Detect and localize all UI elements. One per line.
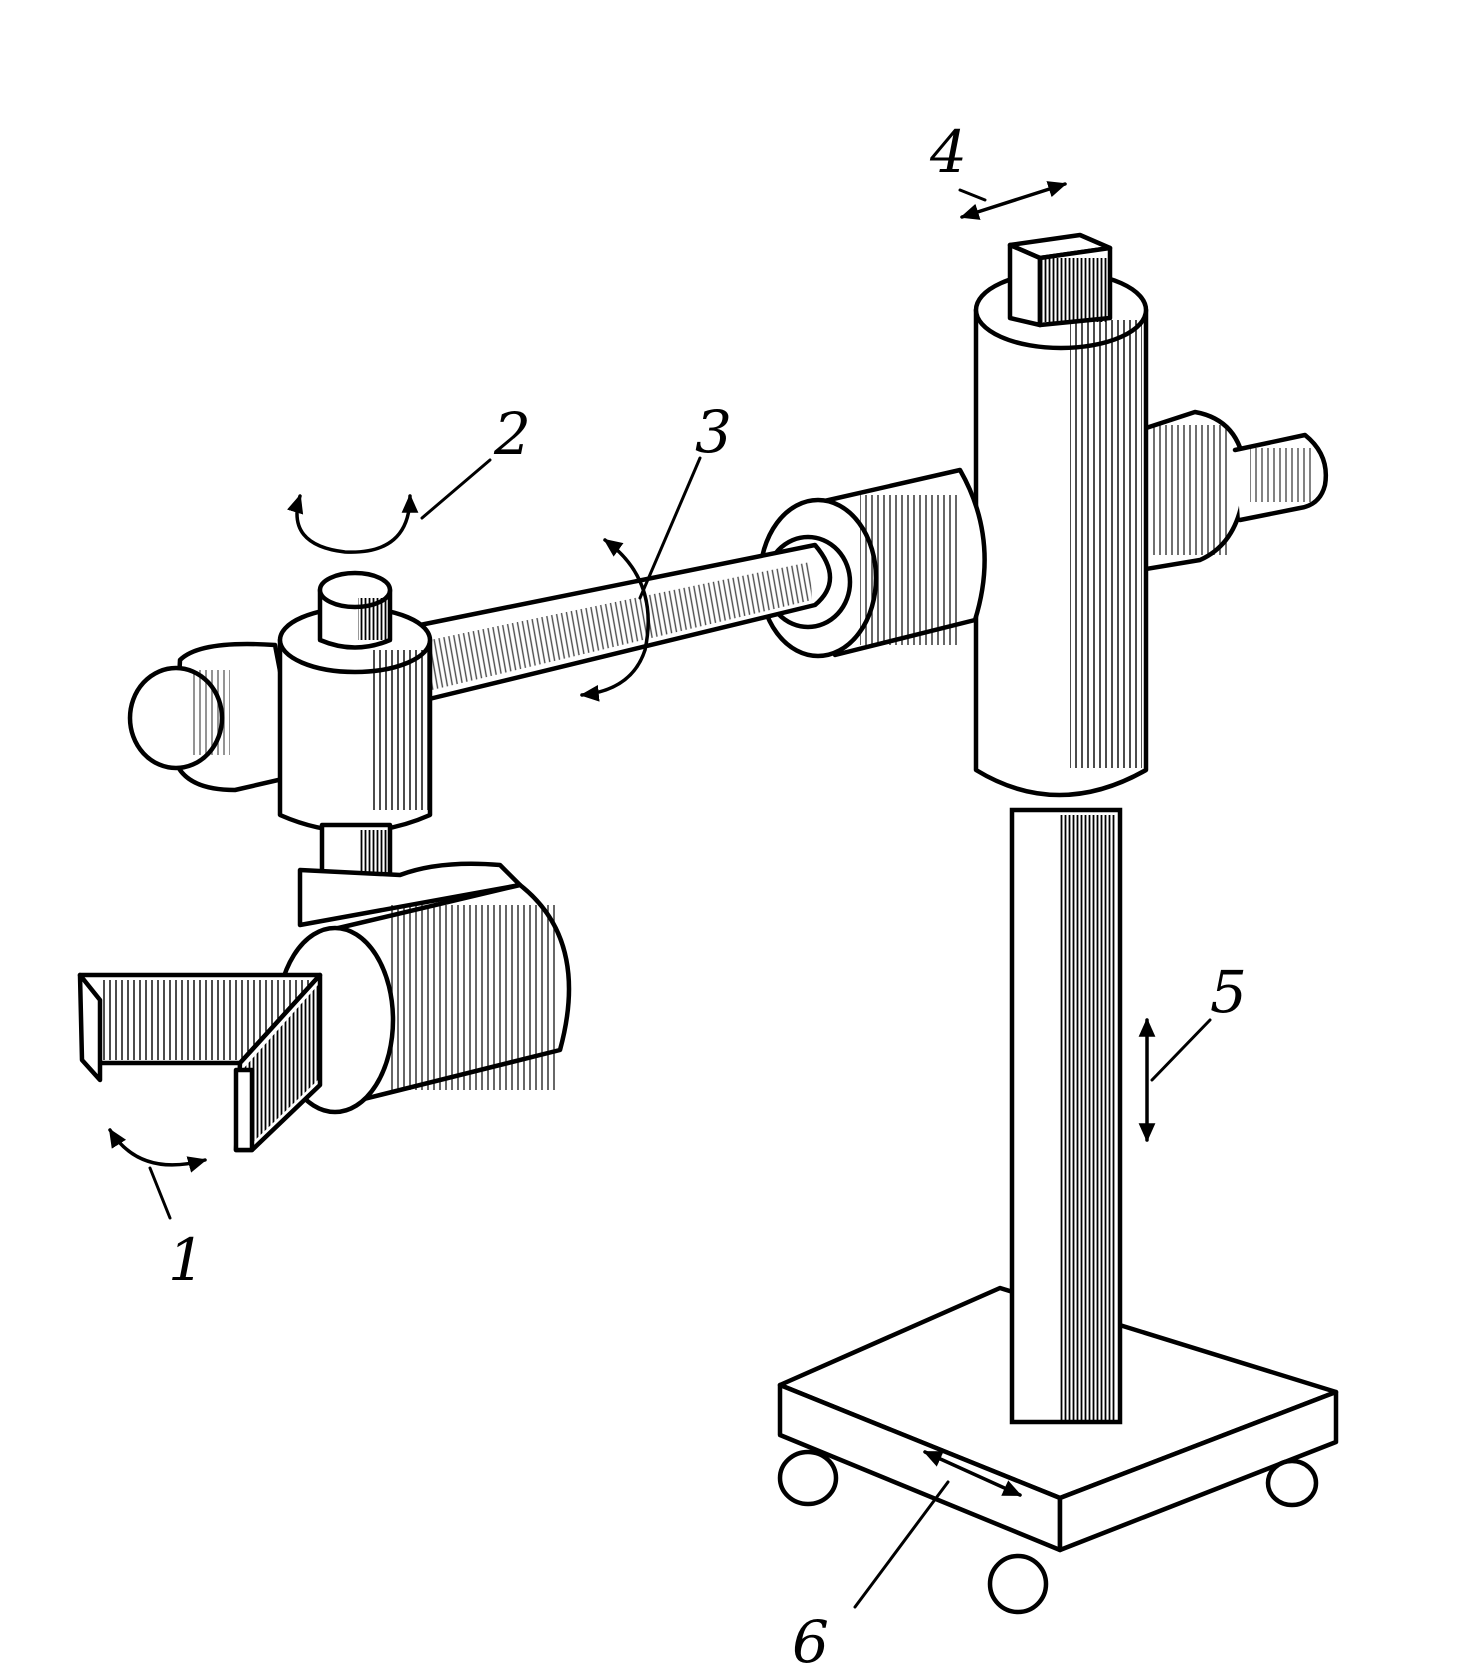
gripper (77, 972, 323, 1153)
vertical-column (1009, 807, 1123, 1425)
wrist-block (127, 570, 433, 887)
arrow-1 (108, 1128, 208, 1173)
arrow-3 (579, 538, 650, 702)
motion-arrows (108, 181, 1156, 1497)
arrow-4 (960, 181, 1067, 220)
arrow-2 (287, 493, 419, 554)
rear-arm-stub (1137, 409, 1329, 573)
wheel-back-right (1265, 1458, 1319, 1508)
label-6: 6 (792, 1608, 829, 1672)
column-carriage (973, 269, 1149, 798)
label-3: 3 (695, 398, 732, 466)
label-1: 1 (168, 1226, 205, 1294)
wheel-front-left (777, 1449, 839, 1507)
label-2: 2 (493, 400, 531, 468)
leader-lines (148, 188, 1212, 1609)
caster-wheels (777, 1449, 1319, 1615)
wheel-front-right (987, 1553, 1049, 1615)
label-4: 4 (929, 118, 967, 186)
wrist-cylinder (274, 861, 572, 1115)
callout-labels: 1 2 3 4 5 6 (168, 118, 1247, 1672)
arrow-6 (923, 1450, 1022, 1497)
label-5: 5 (1210, 958, 1247, 1026)
top-key-block (1007, 232, 1113, 328)
